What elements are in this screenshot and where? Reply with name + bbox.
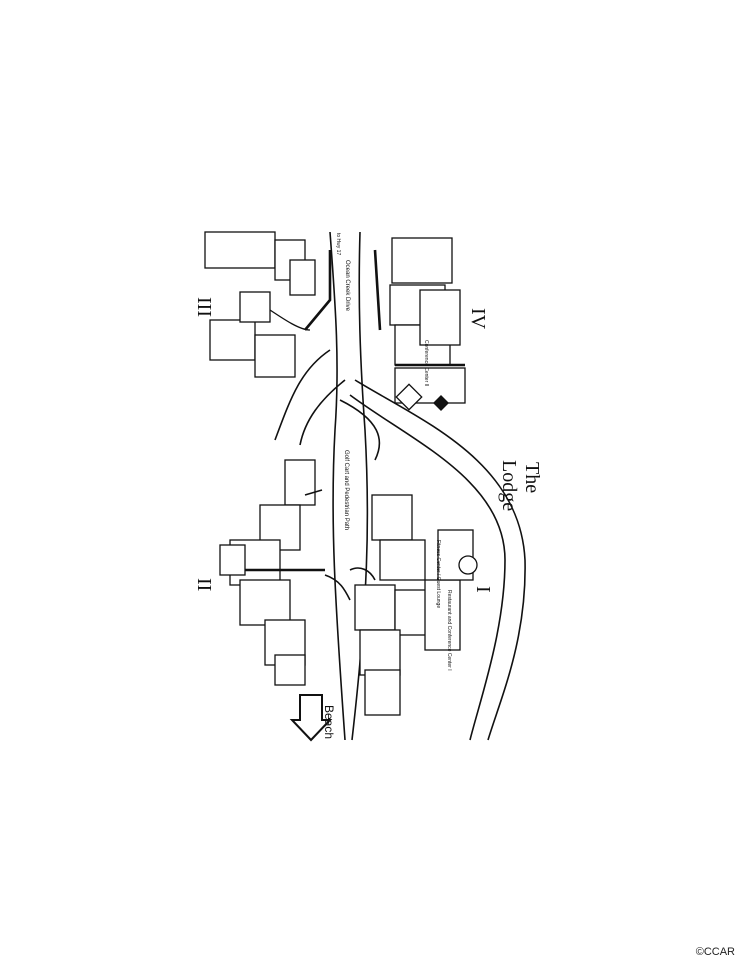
section-iii-buildings: [204, 231, 332, 378]
label-section-iv: IV: [467, 308, 489, 330]
label-beach: Beach: [322, 705, 336, 739]
section-i-buildings: [354, 494, 478, 716]
path-connector: [324, 567, 376, 601]
section-ii-buildings: [219, 459, 325, 686]
lodge-road-outer: [354, 379, 526, 741]
section-iv-buildings: [373, 237, 466, 411]
label-road: Ocean Creek Drive: [344, 260, 350, 312]
road-edge-left: [329, 231, 346, 741]
label-fitness: Fitness Center / Guest Lounge: [435, 540, 441, 608]
label-golf-path: Golf Cart and Pedestrian Path: [343, 450, 349, 530]
label-section-i: I: [472, 586, 494, 593]
lodge-road-inner: [349, 394, 506, 741]
branch-road: [274, 349, 346, 446]
beach-arrow-icon: [289, 694, 333, 742]
label-conference-ii: Conference Center II: [423, 340, 429, 386]
label-section-ii: II: [193, 578, 215, 591]
copyright-watermark: ©CCAR: [695, 946, 735, 958]
label-section-iii: III: [193, 297, 215, 317]
label-restaurant-i: Restaurant and Conference Center I: [446, 590, 452, 671]
label-lodge: Lodge: [498, 460, 520, 511]
label-to-hwy: to Hwy 17: [335, 233, 341, 255]
label-the: The: [521, 462, 543, 493]
road-loop: [339, 399, 381, 461]
